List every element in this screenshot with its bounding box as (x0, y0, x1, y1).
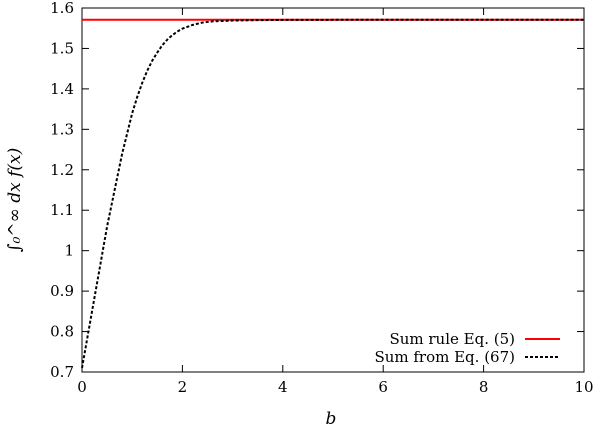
y-tick-label: 1.3 (50, 120, 74, 138)
plot-area (81, 7, 585, 373)
y-tick-label: 0.7 (50, 363, 74, 381)
y-tick-label: 0.8 (50, 323, 74, 341)
x-tick-label: 6 (378, 378, 388, 396)
x-tick-label: 4 (278, 378, 288, 396)
x-tick-label: 2 (178, 378, 188, 396)
x-tick-label: 8 (479, 378, 489, 396)
legend: Sum rule Eq. (5) Sum from Eq. (67) (374, 330, 560, 366)
y-tick-label: 1.5 (50, 39, 74, 57)
plot-frame (81, 7, 585, 373)
x-tick-label: 10 (574, 378, 593, 396)
y-tick-label: 1.2 (50, 161, 74, 179)
y-axis-label: ∫₀^∞ dx f(x) (5, 148, 25, 253)
y-tick-label: 1.4 (50, 80, 74, 98)
y-tick-label: 1.1 (50, 201, 74, 219)
legend-label-sum-rule: Sum rule Eq. (5) (389, 330, 515, 348)
series-line-sum-from (81, 18, 584, 369)
axis-ticks: 0 2 4 6 8 10 0.7 0.8 0.9 1 1.1 1.2 1.3 1.4 1.5 1.6 (50, 0, 593, 396)
x-tick-label: 0 (77, 378, 87, 396)
y-tick-label: 1.6 (50, 0, 74, 17)
x-axis-label: b (326, 409, 337, 429)
y-tick-label: 0.9 (50, 282, 74, 300)
y-tick-label: 1 (64, 242, 74, 260)
legend-label-sum-from: Sum from Eq. (67) (374, 348, 515, 366)
